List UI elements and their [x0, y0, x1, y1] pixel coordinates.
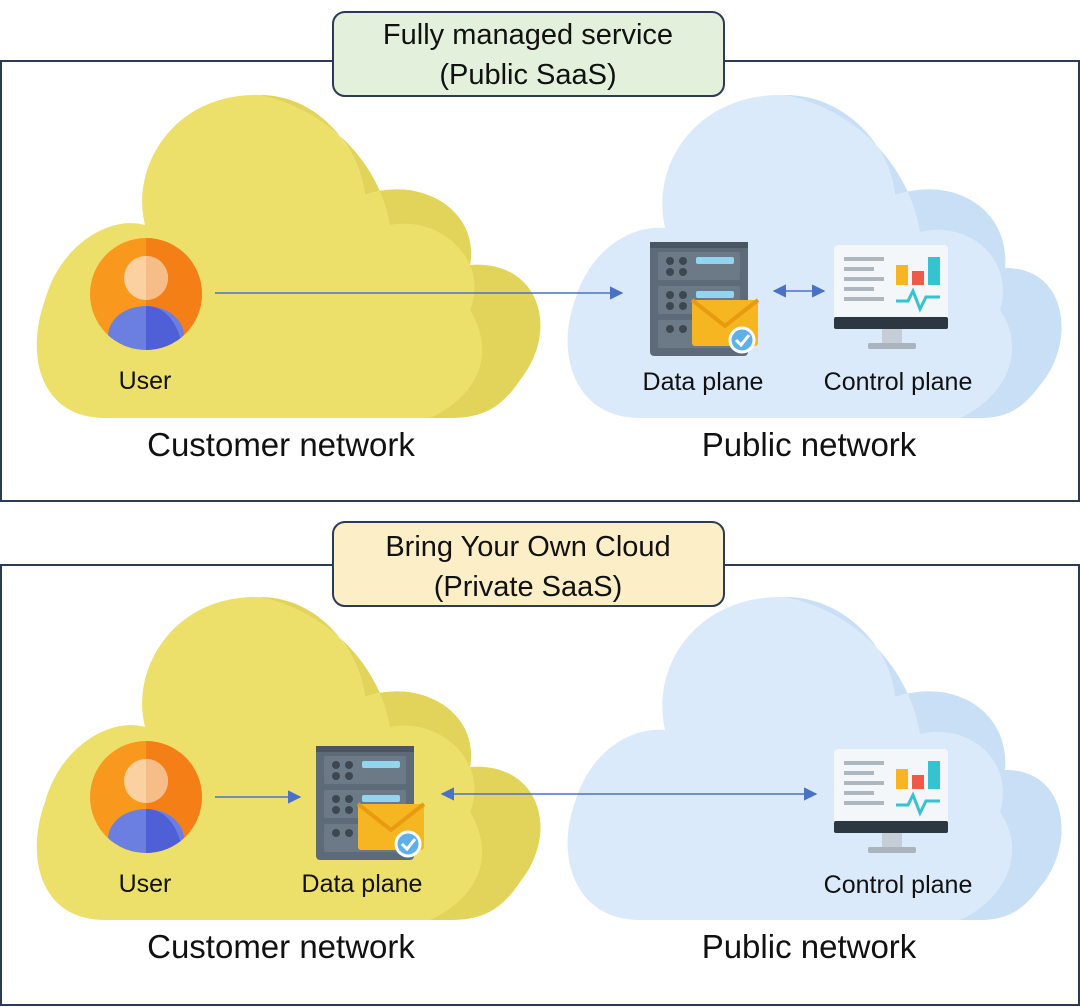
panel-public-saas: Fully managed service (Public SaaS) User… — [0, 0, 1080, 503]
title-line-2: (Private SaaS) — [434, 571, 623, 603]
title-line-2: (Public SaaS) — [439, 59, 616, 91]
public-network-label: Public network — [702, 426, 917, 463]
title-box — [332, 11, 725, 97]
customer-network-label: Customer network — [147, 928, 415, 965]
control-plane-label: Control plane — [824, 871, 973, 899]
public-cloud-icon — [567, 597, 1062, 920]
user-avatar-icon — [90, 238, 202, 350]
panel-private-saas: Bring Your Own Cloud (Private SaaS) User… — [0, 504, 1080, 1007]
data-plane-server-icon — [316, 746, 426, 860]
user-avatar-icon — [90, 741, 202, 853]
data-plane-server-icon — [650, 242, 760, 356]
customer-network-label: Customer network — [147, 426, 415, 463]
title-box — [332, 521, 725, 607]
data-plane-label: Data plane — [643, 368, 764, 396]
title-line-1: Fully managed service — [383, 19, 673, 51]
title-line-1: Bring Your Own Cloud — [385, 531, 670, 563]
control-plane-monitor-icon — [834, 245, 948, 349]
user-label: User — [119, 870, 172, 898]
user-label: User — [119, 367, 172, 395]
control-plane-label: Control plane — [824, 368, 973, 396]
control-plane-monitor-icon — [834, 749, 948, 853]
public-network-label: Public network — [702, 928, 917, 965]
data-plane-label: Data plane — [302, 870, 423, 898]
